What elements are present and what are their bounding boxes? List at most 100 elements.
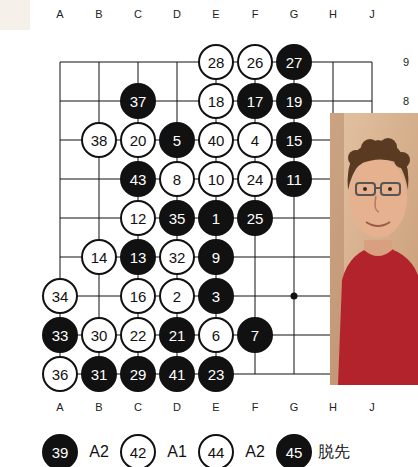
black-stone: 31 [81, 356, 117, 392]
move-number: 16 [130, 289, 147, 304]
black-stone: 43 [120, 161, 156, 197]
white-stone: 42 [120, 434, 156, 467]
move-number: 25 [247, 211, 264, 226]
move-note: A1 [167, 444, 187, 460]
white-stone: 4 [237, 122, 273, 158]
black-stone: 41 [159, 356, 195, 392]
move-number: 6 [212, 328, 220, 343]
move-number: 38 [91, 133, 108, 148]
move-number: 28 [208, 55, 225, 70]
move-note: 脱先 [318, 444, 350, 460]
black-stone: 17 [237, 83, 273, 119]
black-stone: 33 [42, 317, 78, 353]
move-number: 22 [130, 328, 147, 343]
move-number: 40 [208, 133, 225, 148]
white-stone: 36 [42, 356, 78, 392]
coordinate-label: G [290, 9, 299, 20]
move-number: 33 [52, 328, 69, 343]
black-stone: 3 [198, 278, 234, 314]
move-number: 13 [130, 250, 147, 265]
move-number: 26 [247, 55, 264, 70]
move-number: 43 [130, 172, 147, 187]
black-stone: 9 [198, 239, 234, 275]
move-number: 41 [169, 367, 186, 382]
move-number: 10 [208, 172, 225, 187]
coordinate-label: F [252, 9, 259, 20]
black-stone: 5 [159, 122, 195, 158]
coordinate-label: A [56, 402, 63, 413]
white-stone: 2 [159, 278, 195, 314]
move-number: 12 [130, 211, 147, 226]
white-stone: 34 [42, 278, 78, 314]
coordinate-label: H [329, 9, 337, 20]
move-number: 1 [212, 211, 220, 226]
coordinate-label: J [369, 402, 375, 413]
move-number: 7 [251, 328, 259, 343]
move-number: 35 [169, 211, 186, 226]
white-stone: 30 [81, 317, 117, 353]
white-stone: 16 [120, 278, 156, 314]
move-number: 36 [52, 367, 69, 382]
move-note: A2 [89, 444, 109, 460]
move-number: 17 [247, 94, 264, 109]
coordinate-label: A [56, 9, 63, 20]
move-number: 31 [91, 367, 108, 382]
move-number: 3 [212, 289, 220, 304]
black-stone: 45 [276, 434, 312, 467]
move-number: 23 [208, 367, 225, 382]
white-stone: 20 [120, 122, 156, 158]
coordinate-label: E [212, 402, 219, 413]
move-number: 29 [130, 367, 147, 382]
black-stone: 11 [276, 161, 312, 197]
coordinate-label: E [212, 9, 219, 20]
black-stone: 25 [237, 200, 273, 236]
black-stone: 27 [276, 44, 312, 80]
move-number: 18 [208, 94, 225, 109]
black-stone: 29 [120, 356, 156, 392]
white-stone: 8 [159, 161, 195, 197]
black-stone: 39 [42, 434, 78, 467]
white-stone: 10 [198, 161, 234, 197]
move-number: 14 [91, 250, 108, 265]
white-stone: 28 [198, 44, 234, 80]
move-number: 15 [286, 133, 303, 148]
coordinate-label: 9 [403, 57, 409, 68]
coordinate-label: F [252, 402, 259, 413]
move-number: 20 [130, 133, 147, 148]
move-number: 21 [169, 328, 186, 343]
black-stone: 37 [120, 83, 156, 119]
white-stone: 18 [198, 83, 234, 119]
move-number: 32 [169, 250, 186, 265]
player-photo [330, 113, 418, 385]
coordinate-label: H [329, 402, 337, 413]
move-number: 37 [130, 94, 147, 109]
move-number: 11 [286, 172, 302, 187]
move-number: 5 [173, 133, 181, 148]
coordinate-label: C [134, 402, 142, 413]
black-stone: 7 [237, 317, 273, 353]
coordinate-label: G [290, 402, 299, 413]
move-number: 27 [286, 55, 303, 70]
coordinate-label: B [95, 9, 102, 20]
move-number: 19 [286, 94, 303, 109]
white-stone: 14 [81, 239, 117, 275]
white-stone: 6 [198, 317, 234, 353]
black-stone: 13 [120, 239, 156, 275]
black-stone: 19 [276, 83, 312, 119]
black-stone: 1 [198, 200, 234, 236]
black-stone: 21 [159, 317, 195, 353]
white-stone: 38 [81, 122, 117, 158]
move-number: 8 [173, 172, 181, 187]
move-number: 24 [247, 172, 264, 187]
move-number: 30 [91, 328, 108, 343]
black-stone: 35 [159, 200, 195, 236]
white-stone: 26 [237, 44, 273, 80]
move-number: 39 [52, 445, 69, 460]
white-stone: 24 [237, 161, 273, 197]
move-number: 4 [251, 133, 259, 148]
coordinate-label: 8 [403, 96, 409, 107]
coordinate-label: B [95, 402, 102, 413]
black-stone: 23 [198, 356, 234, 392]
coordinate-label: D [173, 402, 181, 413]
white-stone: 22 [120, 317, 156, 353]
